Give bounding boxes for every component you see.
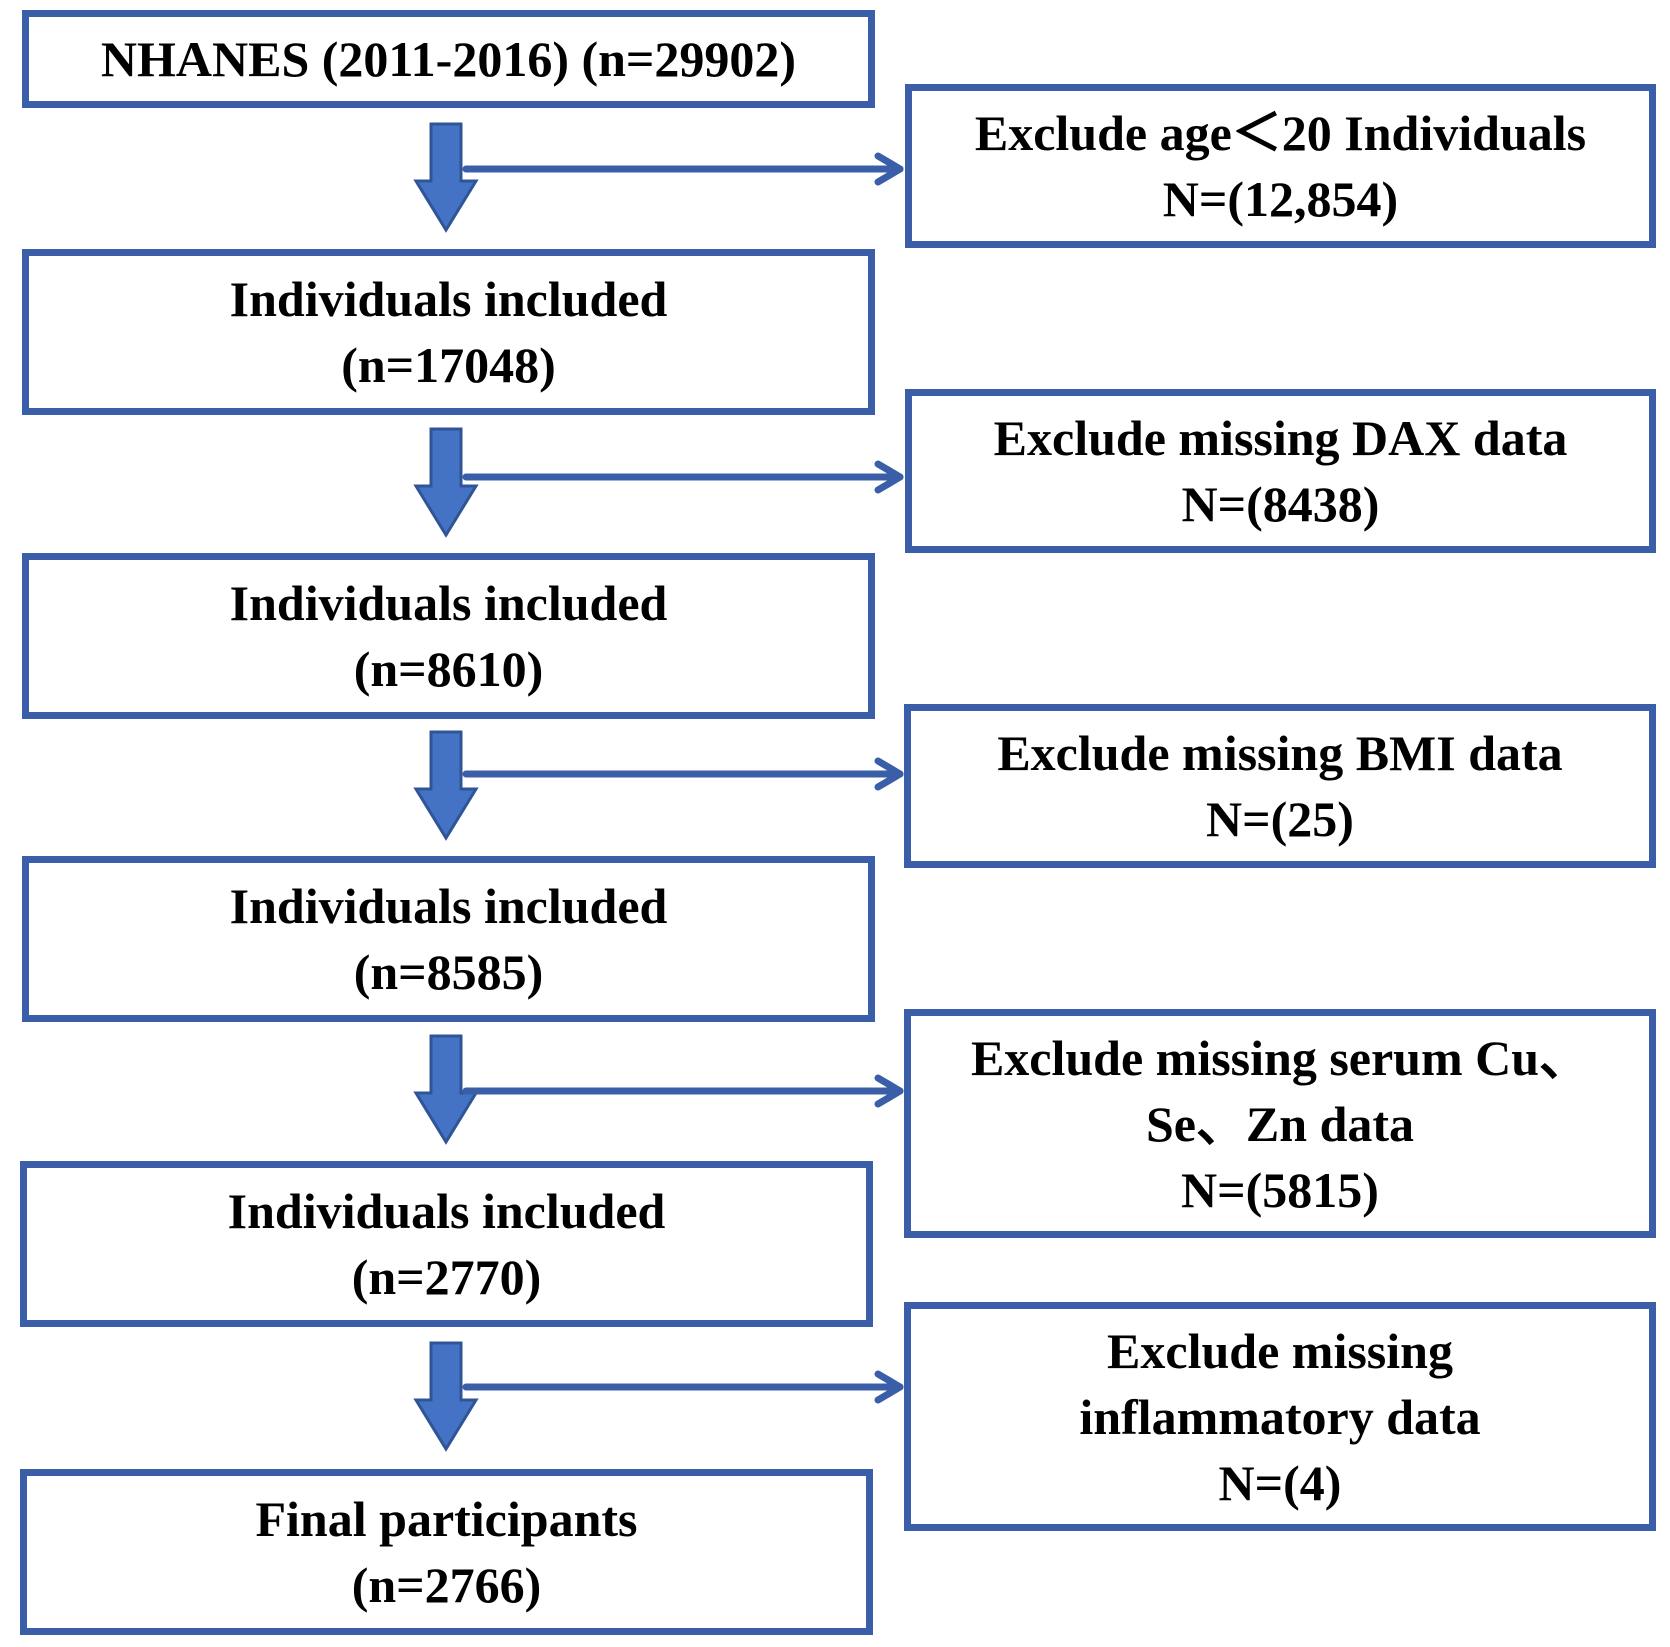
step-label: Individuals included bbox=[229, 575, 668, 631]
down-arrow-icon bbox=[413, 730, 479, 841]
exclusion-reason: Se、Zn data bbox=[1145, 1095, 1415, 1152]
step-label: Individuals included bbox=[229, 271, 668, 327]
step-count: (n=17048) bbox=[341, 337, 556, 393]
exclusion-serum-box: Exclude missing serum Cu、 Se、Zn data N=(… bbox=[904, 1009, 1656, 1238]
step-nhanes-box: NHANES (2011-2016) (n=29902) bbox=[22, 10, 875, 108]
exclusion-age-box: Exclude age＜20 Individuals N=(12,854) bbox=[905, 84, 1656, 248]
step-included-17048-box: Individuals included (n=17048) bbox=[22, 249, 875, 415]
exclusion-count: N=(12,854) bbox=[1162, 171, 1399, 227]
step-count: (n=8610) bbox=[353, 641, 544, 697]
step-final-participants-box: Final participants (n=2766) bbox=[20, 1469, 873, 1635]
exclusion-reason: inflammatory data bbox=[1079, 1388, 1481, 1445]
step-included-2770-box: Individuals included (n=2770) bbox=[20, 1161, 873, 1327]
step-included-8585-box: Individuals included (n=8585) bbox=[22, 856, 875, 1022]
down-arrow-icon bbox=[413, 1034, 479, 1145]
right-arrow-icon bbox=[462, 757, 904, 791]
exclusion-count: N=(4) bbox=[1218, 1454, 1342, 1511]
step-label: Final participants bbox=[255, 1491, 638, 1547]
step-label: Individuals included bbox=[227, 1183, 666, 1239]
exclusion-reason: Exclude missing BMI data bbox=[997, 725, 1563, 781]
down-arrow-icon bbox=[413, 427, 479, 538]
step-count: (n=2766) bbox=[351, 1557, 542, 1613]
step-included-8610-box: Individuals included (n=8610) bbox=[22, 553, 875, 719]
exclusion-dax-box: Exclude missing DAX data N=(8438) bbox=[905, 389, 1656, 553]
down-arrows bbox=[413, 122, 479, 1452]
exclusion-bmi-box: Exclude missing BMI data N=(25) bbox=[904, 704, 1656, 868]
down-arrow-icon bbox=[413, 1341, 479, 1452]
right-arrow-icon bbox=[462, 1370, 904, 1404]
exclusion-count: N=(5815) bbox=[1181, 1161, 1379, 1218]
exclusion-count: N=(8438) bbox=[1181, 476, 1380, 532]
down-arrow-icon bbox=[413, 122, 479, 233]
right-arrows bbox=[462, 152, 904, 1404]
exclusion-reason: Exclude missing serum Cu、 bbox=[970, 1029, 1590, 1086]
exclusion-reason: Exclude age＜20 Individuals bbox=[974, 105, 1587, 161]
exclusion-reason: Exclude missing DAX data bbox=[993, 410, 1568, 466]
right-arrow-icon bbox=[462, 460, 904, 494]
step-nhanes-text: NHANES (2011-2016) (n=29902) bbox=[100, 31, 797, 87]
right-arrow-icon bbox=[462, 1074, 904, 1108]
step-label: Individuals included bbox=[229, 878, 668, 934]
right-arrow-icon bbox=[462, 152, 904, 186]
step-count: (n=8585) bbox=[353, 944, 544, 1000]
step-count: (n=2770) bbox=[351, 1249, 542, 1305]
exclusion-count: N=(25) bbox=[1206, 791, 1354, 847]
exclusion-reason: Exclude missing bbox=[1107, 1322, 1453, 1379]
exclusion-inflammatory-box: Exclude missing inflammatory data N=(4) bbox=[904, 1302, 1656, 1531]
